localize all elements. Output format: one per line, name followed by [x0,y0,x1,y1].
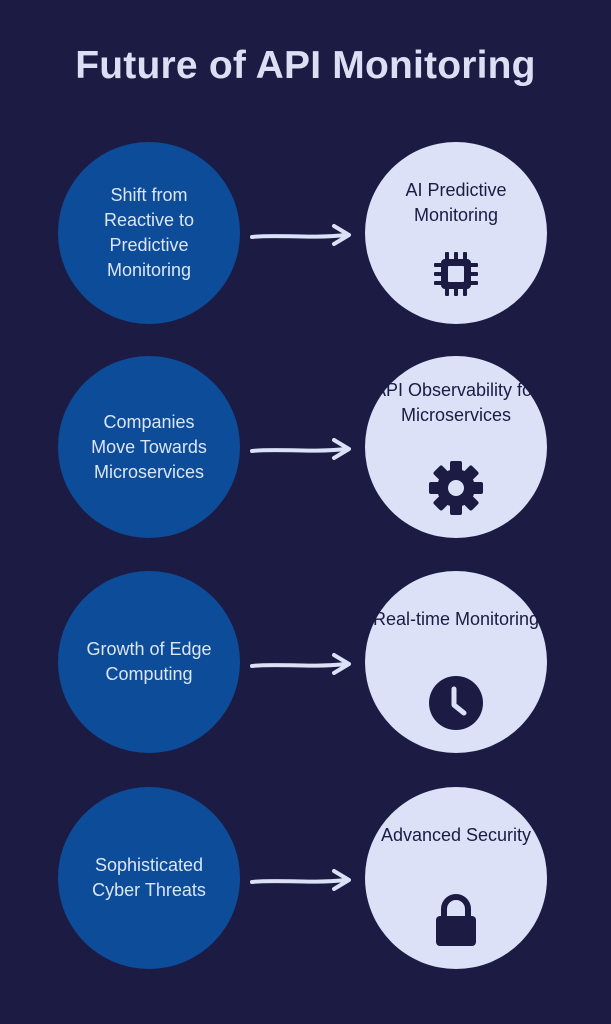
flow-row: Sophisticated Cyber Threats Advanced Sec… [0,787,611,969]
outcome-circle: Advanced Security [365,787,547,969]
arrow-right-icon [250,653,351,675]
flow-row: Growth of Edge Computing Real-time Monit… [0,571,611,753]
outcome-label: API Observability for Microservices [373,380,539,425]
lock-icon [436,894,476,946]
outcome-label: AI Predictive Monitoring [405,180,507,225]
arrow-right-icon [250,224,351,246]
flow-row: Companies Move Towards Microservices API… [0,356,611,538]
outcome-circle: API Observability for Microservices [365,356,547,538]
page-title: Future of API Monitoring [75,44,536,87]
clock-icon [429,676,483,730]
trend-label: Growth of Edge Computing [86,639,212,684]
gear-icon [429,461,483,515]
arrow-right-icon [250,438,351,460]
outcome-circle: Real-time Monitoring [365,571,547,753]
trend-circle: Sophisticated Cyber Threats [58,787,240,969]
trend-circle: Growth of Edge Computing [58,571,240,753]
arrow-right-icon [250,869,351,891]
outcome-label: Real-time Monitoring [372,609,540,629]
flow-row: Shift from Reactive to Predictive Monito… [0,142,611,324]
outcome-circle: AI Predictive Monitoring [365,142,547,324]
trend-label: Companies Move Towards Microservices [91,411,207,482]
outcome-label: Advanced Security [380,825,532,845]
trend-label: Shift from Reactive to Predictive Monito… [103,185,195,280]
trend-circle: Companies Move Towards Microservices [58,356,240,538]
trend-label: Sophisticated Cyber Threats [92,855,206,900]
trend-circle: Shift from Reactive to Predictive Monito… [58,142,240,324]
chip-icon [434,252,478,296]
